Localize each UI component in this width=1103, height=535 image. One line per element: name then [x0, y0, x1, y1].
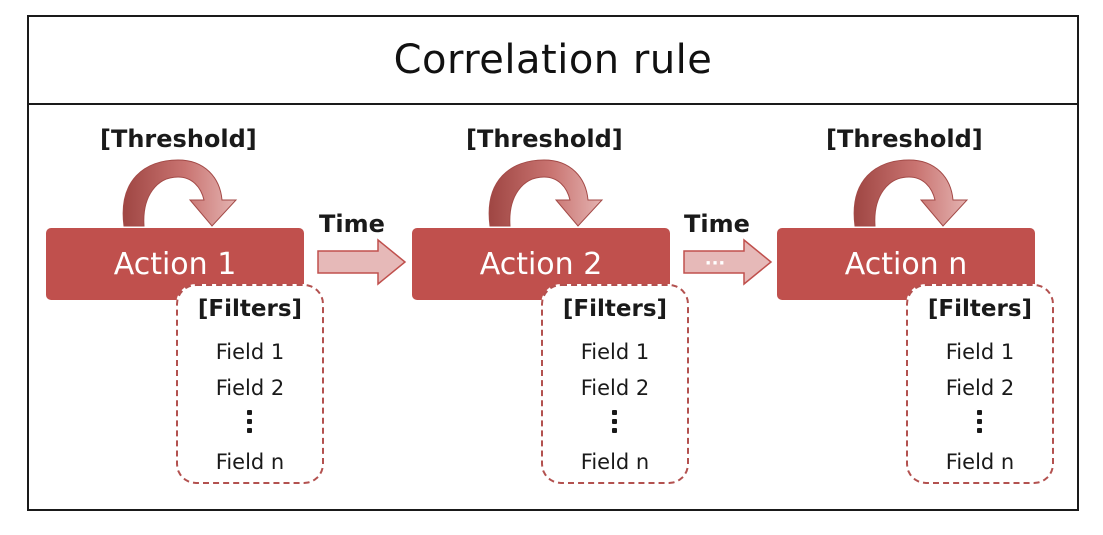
action-label-2: Action 2 [479, 246, 603, 282]
curved-loop-arrow-icon [488, 159, 604, 227]
field-item: Field 1 [580, 340, 650, 364]
curved-loop-arrow-icon [122, 159, 238, 227]
field-item: Field 2 [215, 376, 285, 400]
threshold-label-1: [Threshold] [100, 125, 257, 153]
title-bar: Correlation rule [29, 17, 1077, 105]
filter-title-2: [Filters] [562, 296, 668, 322]
field-item: Field 1 [945, 340, 1015, 364]
filter-group-2: [Filters] Field 1 Field 2 Field n [541, 284, 689, 484]
field-item: Field n [215, 450, 285, 474]
field-item: Field 1 [215, 340, 285, 364]
field-item: Field 2 [945, 376, 1015, 400]
right-block-arrow-icon [317, 238, 407, 286]
filter-group-3: [Filters] Field 1 Field 2 Field n [906, 284, 1054, 484]
filter-title-3: [Filters] [927, 296, 1033, 322]
filter-group-1: [Filters] Field 1 Field 2 Field n [176, 284, 324, 484]
field-item: Field n [580, 450, 650, 474]
time-label-1: Time [319, 210, 385, 238]
field-item: Field n [945, 450, 1015, 474]
threshold-label-3: [Threshold] [826, 125, 983, 153]
curved-loop-arrow-icon [853, 159, 969, 227]
filter-title-1: [Filters] [197, 296, 303, 322]
arrow-ellipsis-text: ··· [705, 253, 726, 274]
threshold-label-2: [Threshold] [466, 125, 623, 153]
action-label-3: Action n [844, 246, 968, 282]
time-label-2: Time [684, 210, 750, 238]
diagram-title: Correlation rule [393, 37, 713, 83]
right-block-arrow-icon [683, 238, 773, 286]
action-label-1: Action 1 [113, 246, 237, 282]
field-item: Field 2 [580, 376, 650, 400]
